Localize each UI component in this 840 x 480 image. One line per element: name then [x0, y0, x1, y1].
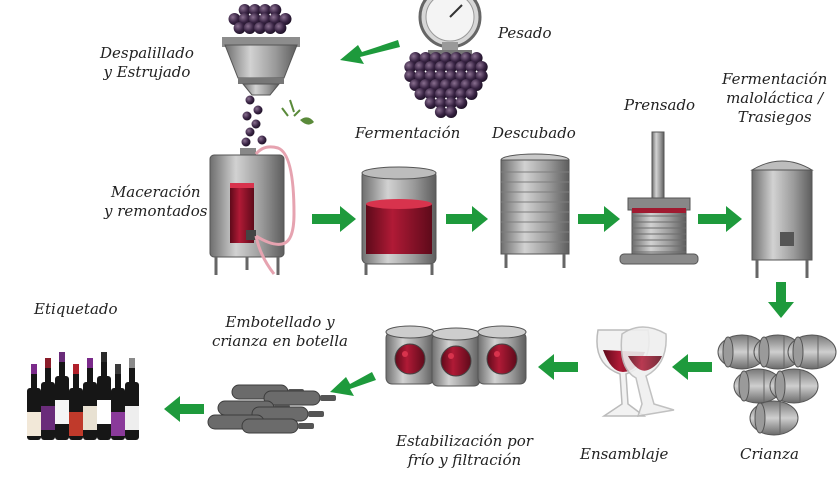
- press-icon: [619, 131, 699, 265]
- destemmer-crusher-icon: [222, 4, 314, 147]
- wine-glasses-icon: [596, 326, 675, 417]
- arrow-estabilizacion-to-embotellado: [330, 372, 376, 396]
- fermentation-tank-icon: [361, 166, 437, 275]
- arrow-maceracion-to-fermentacion: [312, 206, 356, 232]
- lying-bottles-icon: [207, 384, 336, 434]
- label-descubado: Descubado: [492, 124, 576, 142]
- label-fermentacion: Fermentación: [355, 124, 461, 142]
- barrels-icon: [717, 334, 837, 436]
- label-pesado: Pesado: [498, 24, 552, 42]
- label-etiquetado: Etiquetado: [34, 300, 118, 318]
- arrow-descubado-to-prensado: [578, 206, 620, 232]
- grape-bunch-icon: [404, 52, 488, 118]
- racking-tank-icon: [500, 153, 570, 268]
- label-ensamblaje: Ensamblaje: [580, 445, 669, 463]
- arrow-prensado-to-malolactica: [698, 206, 742, 232]
- arrow-fermentacion-to-descubado: [446, 206, 488, 232]
- weighing-scale-icon: [418, 0, 482, 56]
- arrow-embotellado-to-etiquetado: [164, 396, 204, 422]
- label-prensado: Prensado: [624, 96, 696, 114]
- arrow-malolactica-to-crianza: [768, 282, 794, 318]
- label-crianza: Crianza: [740, 445, 799, 463]
- malolactic-tank-icon: [750, 160, 814, 278]
- stabilization-tanks-icon: [385, 325, 527, 387]
- labeled-bottles-icon: [27, 352, 139, 440]
- maceration-tank-icon: [209, 145, 296, 275]
- arrow-crianza-to-ensamblaje: [672, 354, 712, 380]
- arrow-ensamblaje-to-estabilizacion: [538, 354, 578, 380]
- arrow-pesado-to-despalillado: [340, 40, 400, 64]
